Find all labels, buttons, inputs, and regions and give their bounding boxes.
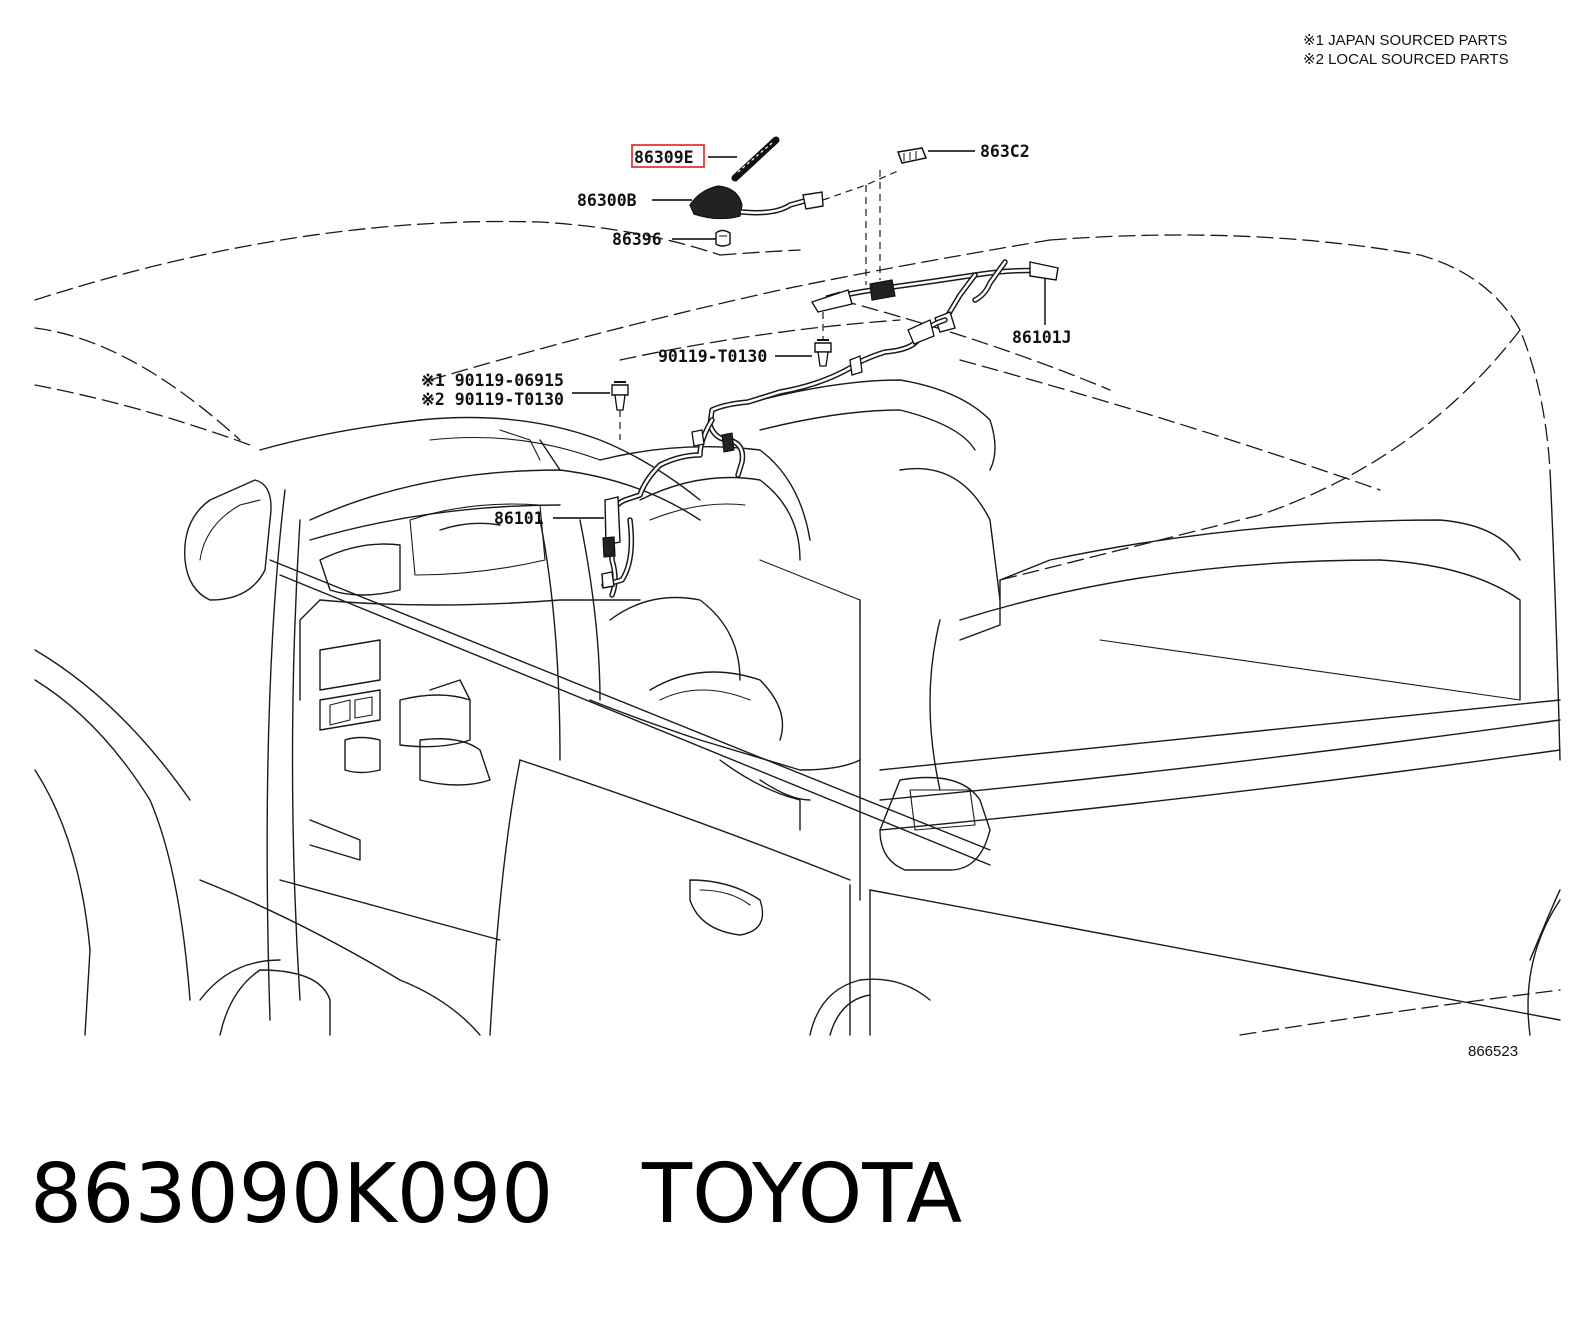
part-label-90119-t0130-local[interactable]: ※2 90119-T0130 [421, 390, 564, 409]
cowl-harness-icon [601, 417, 735, 598]
japan-sourced-note: ※1 JAPAN SOURCED PARTS [1303, 32, 1507, 49]
part-label-86309[interactable]: 86309E [634, 148, 694, 167]
part-label-90119-t0130[interactable]: 90119-T0130 [658, 347, 767, 366]
antenna-base-icon [689, 185, 824, 220]
illustration-number: 866523 [1468, 1043, 1518, 1060]
part-label-86396[interactable]: 86396 [612, 230, 662, 249]
roof-harness-icon [707, 259, 1059, 478]
location-lines [619, 169, 901, 440]
connector-863c2-icon [896, 147, 928, 164]
vehicle-outline [34, 220, 1561, 1036]
highlight-box [631, 144, 705, 168]
part-label-90119-06915[interactable]: ※1 90119-06915 [421, 371, 564, 390]
part-label-86300b[interactable]: 86300B [577, 191, 637, 210]
bolt-icon [814, 339, 832, 367]
local-sourced-note: ※2 LOCAL SOURCED PARTS [1303, 51, 1509, 68]
part-label-86101j[interactable]: 86101J [1012, 328, 1072, 347]
caption-brand: TOYOTA [641, 1147, 962, 1242]
leader-lines [553, 150, 1046, 519]
antenna-mast-icon [731, 136, 780, 182]
part-label-863c2[interactable]: 863C2 [980, 142, 1030, 161]
bolt-icon [611, 381, 629, 411]
caption-part-number: 863090K090 [30, 1147, 553, 1242]
part-label-86101[interactable]: 86101 [494, 509, 544, 528]
antenna-pad-icon [715, 229, 731, 247]
